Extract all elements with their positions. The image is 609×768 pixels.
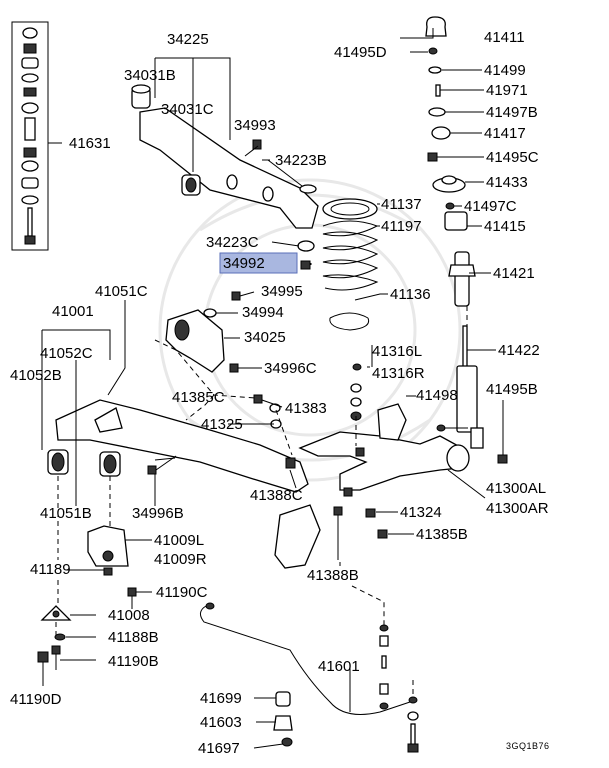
label-41052b: 41052B [10, 367, 62, 384]
label-41137: 41137 [381, 196, 422, 213]
label-41009l: 41009L [154, 532, 204, 549]
crossmember-34225 [131, 57, 319, 229]
label-41190d: 41190D [10, 691, 62, 708]
bolt-41190c [127, 587, 137, 604]
label-41051c: 41051C [95, 283, 148, 300]
label-34025: 34025 [244, 329, 286, 346]
label-41190c: 41190C [156, 584, 208, 601]
label-41383: 41383 [285, 400, 327, 417]
label-41411: 41411 [484, 29, 525, 46]
label-34223b: 34223B [275, 152, 327, 169]
bolt-41697 [281, 737, 293, 747]
label-41052c: 41052C [40, 345, 93, 362]
label-41415: 41415 [484, 218, 526, 235]
label-41385c: 41385C [172, 389, 225, 406]
mount-41009 [87, 525, 129, 567]
bolt-stack-41631 [11, 21, 62, 251]
label-41603: 41603 [200, 714, 242, 731]
label-41498: 41498 [416, 387, 458, 404]
label-41300al: 41300AL [486, 480, 546, 497]
label-41495d: 41495D [334, 44, 387, 61]
label-41421: 41421 [493, 265, 535, 282]
label-34992: 34992 [223, 255, 265, 272]
label-34031b: 34031B [124, 67, 176, 84]
label-41499: 41499 [484, 62, 526, 79]
label-41001: 41001 [52, 303, 94, 320]
label-41008: 41008 [108, 607, 150, 624]
stopper-41008 [40, 605, 72, 621]
washer-34223c [297, 240, 315, 252]
label-41433: 41433 [486, 174, 528, 191]
label-41422: 41422 [498, 342, 540, 359]
washer-41188b [54, 633, 66, 641]
lower-arm-41300 [298, 403, 470, 497]
label-41417: 41417 [484, 125, 526, 142]
bushing-41699 [275, 691, 291, 707]
label-41136: 41136 [390, 286, 431, 303]
label-34994: 34994 [242, 304, 284, 321]
nut-41385b [377, 529, 388, 539]
label-34996c: 34996C [264, 360, 317, 377]
bolt-34996c [229, 363, 256, 373]
bolt-41388c [285, 457, 296, 469]
label-41631: 41631 [69, 135, 111, 152]
label-41325: 41325 [201, 416, 243, 433]
nut-41189 [103, 567, 113, 576]
stabilizer-bar-41601 [200, 602, 411, 715]
bolt-41190b [51, 645, 61, 670]
bolt-34996b [147, 455, 177, 475]
label-41495b: 41495B [486, 381, 538, 398]
clamp-41603 [273, 715, 293, 731]
washer-41383 [269, 403, 281, 413]
label-41385b: 41385B [416, 526, 468, 543]
label-34225: 34225 [167, 31, 209, 48]
subframe-41001 [47, 399, 321, 569]
label-34223c: 34223C [206, 234, 259, 251]
label-34995: 34995 [261, 283, 303, 300]
label-41190b: 41190B [108, 653, 159, 670]
label-41388b: 41388B [307, 567, 359, 584]
label-34996b: 34996B [132, 505, 184, 522]
bolt-34993 [244, 139, 262, 157]
label-41316r: 41316R [372, 365, 425, 382]
label-41699: 41699 [200, 690, 242, 707]
nut-41324 [365, 508, 376, 518]
bolt-41388b [333, 506, 343, 560]
nut-34995 [231, 291, 241, 301]
label-41495c: 41495C [486, 149, 539, 166]
highlight-box [219, 252, 298, 274]
bushings-41316 [350, 363, 362, 421]
label-41324: 41324 [400, 504, 442, 521]
label-41189: 41189 [30, 561, 71, 578]
label-41497c: 41497C [464, 198, 517, 215]
label-41697: 41697 [198, 740, 240, 757]
label-41388c: 41388C [250, 487, 303, 504]
label-41316l: 41316L [372, 343, 422, 360]
shock-parts-column [425, 16, 508, 464]
drawing-code: 3GQ1B76 [506, 741, 550, 751]
bracket-34025 [165, 309, 225, 373]
nut-41385c [253, 394, 263, 404]
leader-lines [41, 28, 504, 749]
label-41971: 41971 [486, 82, 528, 99]
bolt-41190d [37, 651, 49, 674]
part-labels: 41631 34225 34031B 34031C 34993 34223B 3… [10, 29, 550, 757]
label-41188b: 41188B [108, 629, 159, 646]
washer-34994 [203, 308, 217, 318]
label-34031c: 34031C [161, 101, 214, 118]
label-41497b: 41497B [486, 104, 538, 121]
label-41009r: 41009R [154, 551, 207, 568]
label-41300ar: 41300AR [486, 500, 549, 517]
link-parts-41601 [379, 624, 419, 753]
label-41197: 41197 [381, 218, 422, 235]
label-41051b: 41051B [40, 505, 92, 522]
nut-34992 [300, 260, 311, 270]
guide-lines [55, 306, 468, 696]
label-34993: 34993 [234, 117, 276, 134]
coil-spring-41197 [322, 198, 379, 291]
washer-34223b [299, 184, 317, 194]
label-41601: 41601 [318, 658, 360, 675]
bump-stopper-41136 [329, 312, 370, 331]
